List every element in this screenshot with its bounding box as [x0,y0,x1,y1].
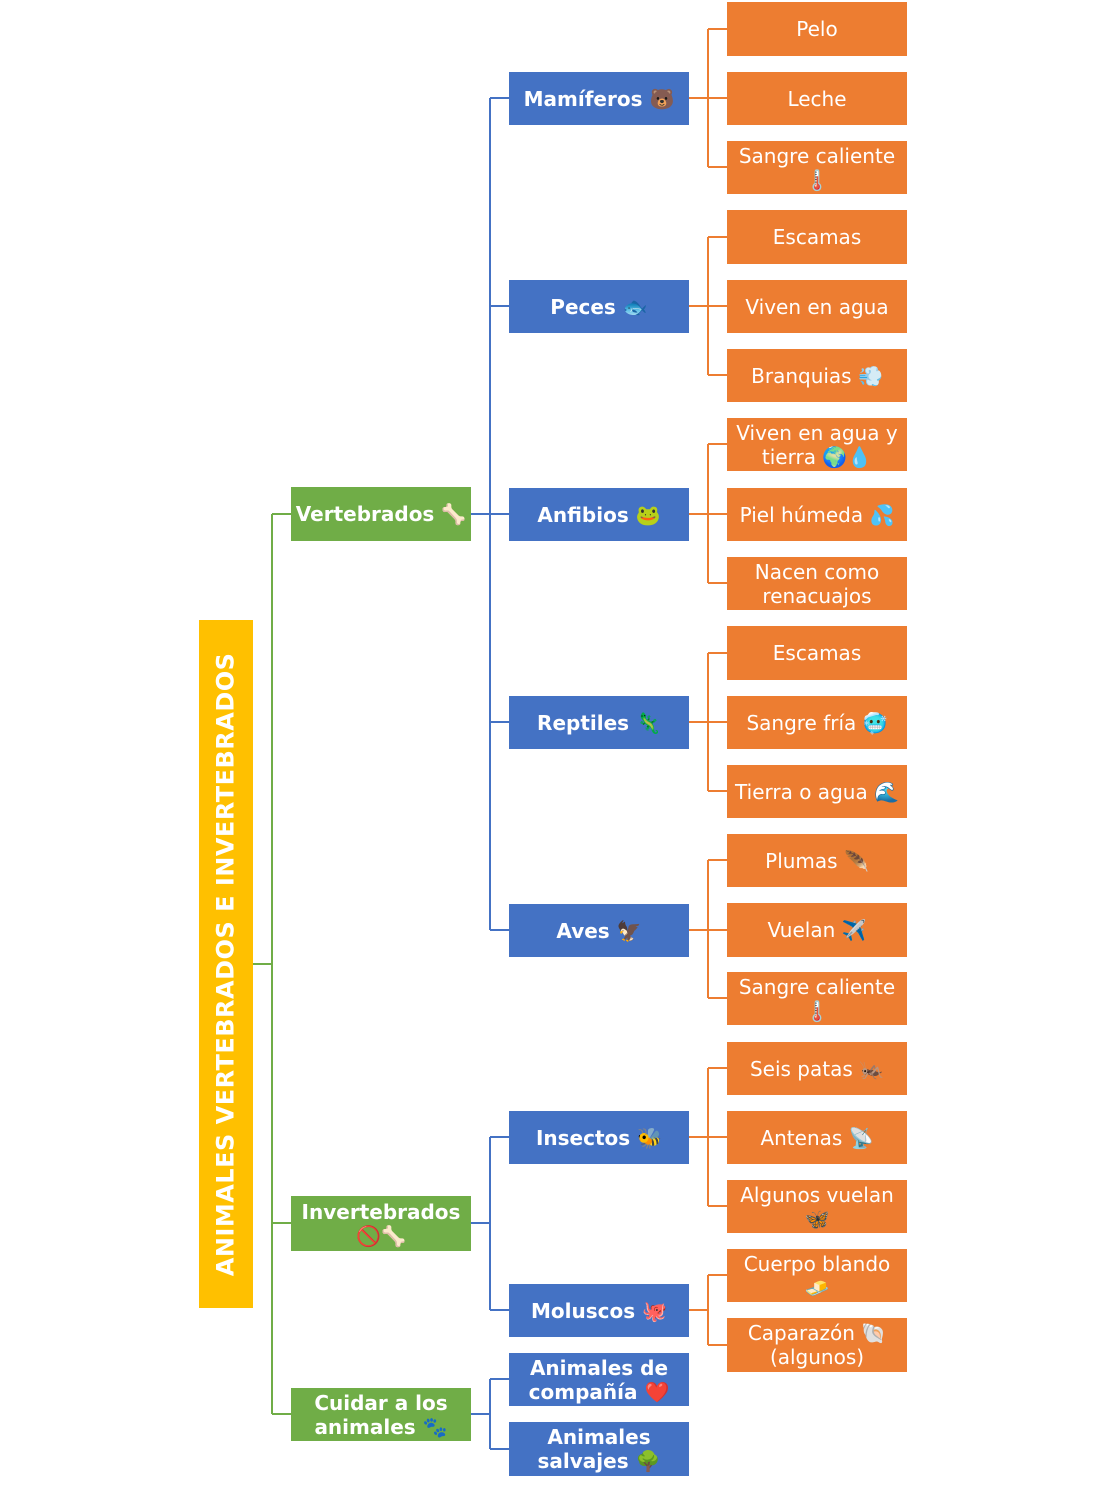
trait-antenas: Antenas 📡 [727,1111,907,1164]
trait-label: Sangre caliente 🌡️ [738,974,896,1023]
category-label: Insectos 🐝 [535,1125,663,1150]
trait-pelo: Pelo [727,2,907,56]
category-moluscos: Moluscos 🐙 [509,1284,689,1337]
connector-anfibios [689,443,727,584]
category-reptiles: Reptiles 🦎 [509,696,689,749]
trait-vuelan: Vuelan ✈️ [727,903,907,957]
category-aves: Aves 🦅 [509,904,689,957]
root-label: ANIMALES VERTEBRADOS E INVERTEBRADOS [211,652,240,1276]
trait-label: Leche [787,86,847,111]
group-label: Invertebrados 🚫🦴 [301,1199,461,1248]
trait-label: Nacen como renacuajos [754,559,880,608]
trait-escamas: Escamas [727,210,907,264]
category-mamiferos: Mamíferos 🐻 [509,72,689,125]
trait-leche: Leche [727,72,907,125]
category-animales-compania: Animales de compañía ❤️ [509,1353,689,1406]
connector-cuidar [471,1378,509,1450]
trait-branquias: Branquias 💨 [727,349,907,402]
trait-cuerpo-blando: Cuerpo blando 🧈 [727,1249,907,1302]
trait-caparazon: Caparazón 🐚 (algunos) [727,1318,907,1372]
category-label: Mamíferos 🐻 [523,86,675,111]
trait-label: Plumas 🪶 [765,848,869,873]
trait-label: Antenas 📡 [760,1125,874,1150]
connector-moluscos [689,1274,727,1346]
category-animales-salvajes: Animales salvajes 🌳 [509,1422,689,1476]
trait-sangre-caliente: Sangre caliente 🌡️ [727,141,907,194]
trait-algunos-vuelan: Algunos vuelan 🦋 [727,1180,907,1233]
trait-label: Sangre fría 🥶 [746,710,888,735]
group-label: Cuidar a los animales 🐾 [314,1390,448,1439]
category-label: Peces 🐟 [550,294,648,319]
trait-label: Viven en agua [745,294,889,319]
trait-sangre-fria: Sangre fría 🥶 [727,696,907,749]
trait-label: Cuerpo blando 🧈 [743,1251,891,1300]
connector-invertebrados [471,1136,509,1311]
group-invertebrados: Invertebrados 🚫🦴 [291,1196,471,1251]
trait-escamas-reptiles: Escamas [727,626,907,680]
trait-plumas: Plumas 🪶 [727,834,907,887]
trait-label: Escamas [772,225,862,249]
trait-label: Caparazón 🐚 (algunos) [747,1321,887,1369]
category-anfibios: Anfibios 🐸 [509,488,689,541]
trait-label: Sangre caliente 🌡️ [738,143,896,192]
trait-viven-en-agua: Viven en agua [727,280,907,333]
trait-label: Vuelan ✈️ [767,918,867,942]
connector-mamiferos [689,28,727,168]
trait-label: Branquias 💨 [751,363,883,388]
trait-label: Pelo [796,17,838,41]
category-label: Anfibios 🐸 [537,502,661,527]
category-peces: Peces 🐟 [509,280,689,333]
category-label: Reptiles 🦎 [537,710,661,735]
trait-tierra-o-agua: Tierra o agua 🌊 [727,765,907,818]
connector-root [253,513,291,1415]
group-cuidar-animales: Cuidar a los animales 🐾 [291,1388,471,1441]
connector-vertebrados [471,97,509,931]
group-label: Vertebrados 🦴 [295,502,467,526]
trait-agua-y-tierra: Viven en agua y tierra 🌍💧 [727,418,907,471]
trait-label: Seis patas 🦗 [749,1056,885,1081]
category-label: Animales salvajes 🌳 [537,1425,661,1473]
connector-aves [689,859,727,999]
root-node: ANIMALES VERTEBRADOS E INVERTEBRADOS [199,620,253,1308]
connector-peces [689,236,727,376]
trait-label: Viven en agua y tierra 🌍💧 [736,420,898,469]
category-label: Moluscos 🐙 [530,1298,667,1323]
group-vertebrados: Vertebrados 🦴 [291,487,471,541]
trait-sangre-caliente-aves: Sangre caliente 🌡️ [727,972,907,1025]
category-label: Animales de compañía ❤️ [528,1355,670,1404]
trait-label: Escamas [772,641,862,665]
connector-reptiles [689,652,727,792]
trait-label: Algunos vuelan 🦋 [740,1182,894,1231]
category-insectos: Insectos 🐝 [509,1111,689,1164]
trait-label: Tierra o agua 🌊 [735,779,899,804]
connector-insectos [689,1067,727,1207]
trait-renacuajos: Nacen como renacuajos [727,557,907,610]
trait-label: Piel húmeda 💦 [739,502,895,527]
trait-seis-patas: Seis patas 🦗 [727,1042,907,1095]
category-label: Aves 🦅 [556,918,642,943]
trait-piel-humeda: Piel húmeda 💦 [727,488,907,541]
